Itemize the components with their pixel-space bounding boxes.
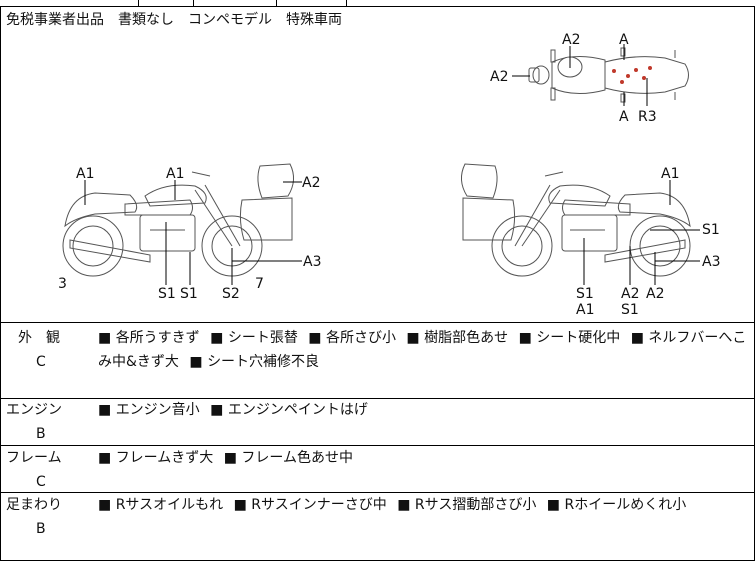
condition-item: Rサスインナーさび中 <box>234 497 387 513</box>
left-bike-labels: A1 A1 A2 A3 3 7 S1 S1 S2 <box>58 166 321 302</box>
motorcycle-damage-diagram: A2 A A2 A R3 A1 A1 A2 A3 3 7 S1 <box>58 32 720 318</box>
section-suspension-category: 足まわり B <box>6 493 86 541</box>
top-view-labels: A2 A A2 A R3 <box>490 32 657 125</box>
label-s1-a: S1 <box>158 286 176 302</box>
left-side-bike <box>62 163 294 277</box>
condition-item: シート穴補修不良 <box>189 354 319 370</box>
top-view-bike <box>528 47 689 103</box>
label-a3-right: A3 <box>702 254 720 270</box>
top-view-leaders <box>512 44 648 106</box>
category-grade: B <box>36 521 46 537</box>
condition-item: シート硬化中 <box>519 330 621 346</box>
label-a2-a: A2 <box>621 286 639 302</box>
condition-item: Rホイールめくれ小 <box>547 497 686 513</box>
label-a1-top: A1 <box>661 166 679 182</box>
label-s2: S2 <box>222 286 240 302</box>
label-a-bottom: A <box>619 109 629 125</box>
section-engine-category: エンジン B <box>6 398 86 446</box>
divider <box>0 322 755 323</box>
divider <box>0 492 755 493</box>
label-a2-left: A2 <box>490 69 508 85</box>
header-notice: 免税事業者出品 書類なし コンペモデル 特殊車両 <box>6 12 342 28</box>
label-a3: A3 <box>303 254 321 270</box>
section-exterior-category: 外 観 C <box>6 326 86 374</box>
condition-item: 各所さび小 <box>308 330 396 346</box>
label-r3: R3 <box>638 109 657 125</box>
category-name: フレーム <box>6 450 62 466</box>
condition-item: シート張替 <box>210 330 298 346</box>
label-s1-under2: S1 <box>621 302 639 318</box>
label-3: 3 <box>58 276 67 292</box>
section-engine-items: エンジン音小 エンジンペイントはげ <box>98 398 748 422</box>
right-side-bike <box>461 163 691 277</box>
category-grade: C <box>36 354 46 370</box>
condition-item: フレームきず大 <box>98 450 213 466</box>
category-name: 外 観 <box>18 330 60 346</box>
section-frame-category: フレーム C <box>6 446 86 494</box>
label-a2-top: A2 <box>562 32 580 48</box>
category-grade: C <box>36 474 46 490</box>
section-suspension-items: Rサスオイルもれ Rサスインナーさび中 Rサス摺動部さび小 Rホイールめくれ小 <box>98 493 748 517</box>
label-7: 7 <box>255 276 264 292</box>
category-name: エンジン <box>6 402 62 418</box>
label-s1-b: S1 <box>180 286 198 302</box>
condition-item: Rサス摺動部さび小 <box>397 497 536 513</box>
label-a1-mid: A1 <box>166 166 184 182</box>
condition-item: エンジンペイントはげ <box>210 402 368 418</box>
section-exterior-items: 各所うすきず シート張替 各所さび小 樹脂部色あせ シート硬化中 ネルフバーへこ… <box>98 326 748 374</box>
category-grade: B <box>36 426 46 442</box>
label-a1-under: A1 <box>576 302 594 318</box>
divider <box>0 445 755 446</box>
label-a2: A2 <box>302 175 320 191</box>
right-bike-labels: A1 S1 A3 S1 A1 A2 S1 A2 <box>576 166 720 318</box>
label-s1-right: S1 <box>702 222 720 238</box>
left-bike-leaders <box>84 180 302 285</box>
condition-item: 樹脂部色あせ <box>406 330 508 346</box>
condition-item: エンジン音小 <box>98 402 200 418</box>
condition-item: Rサスオイルもれ <box>98 497 223 513</box>
label-s1-under: S1 <box>576 286 594 302</box>
right-bike-leaders <box>583 180 700 285</box>
label-a1-left: A1 <box>76 166 94 182</box>
label-a2-b: A2 <box>646 286 664 302</box>
condition-item: フレーム色あせ中 <box>224 450 353 466</box>
divider <box>0 398 755 399</box>
section-frame-items: フレームきず大 フレーム色あせ中 <box>98 446 748 470</box>
category-name: 足まわり <box>6 497 62 513</box>
top-table-strip <box>0 0 755 7</box>
condition-item: 各所うすきず <box>98 330 200 346</box>
label-a-top: A <box>619 32 629 48</box>
